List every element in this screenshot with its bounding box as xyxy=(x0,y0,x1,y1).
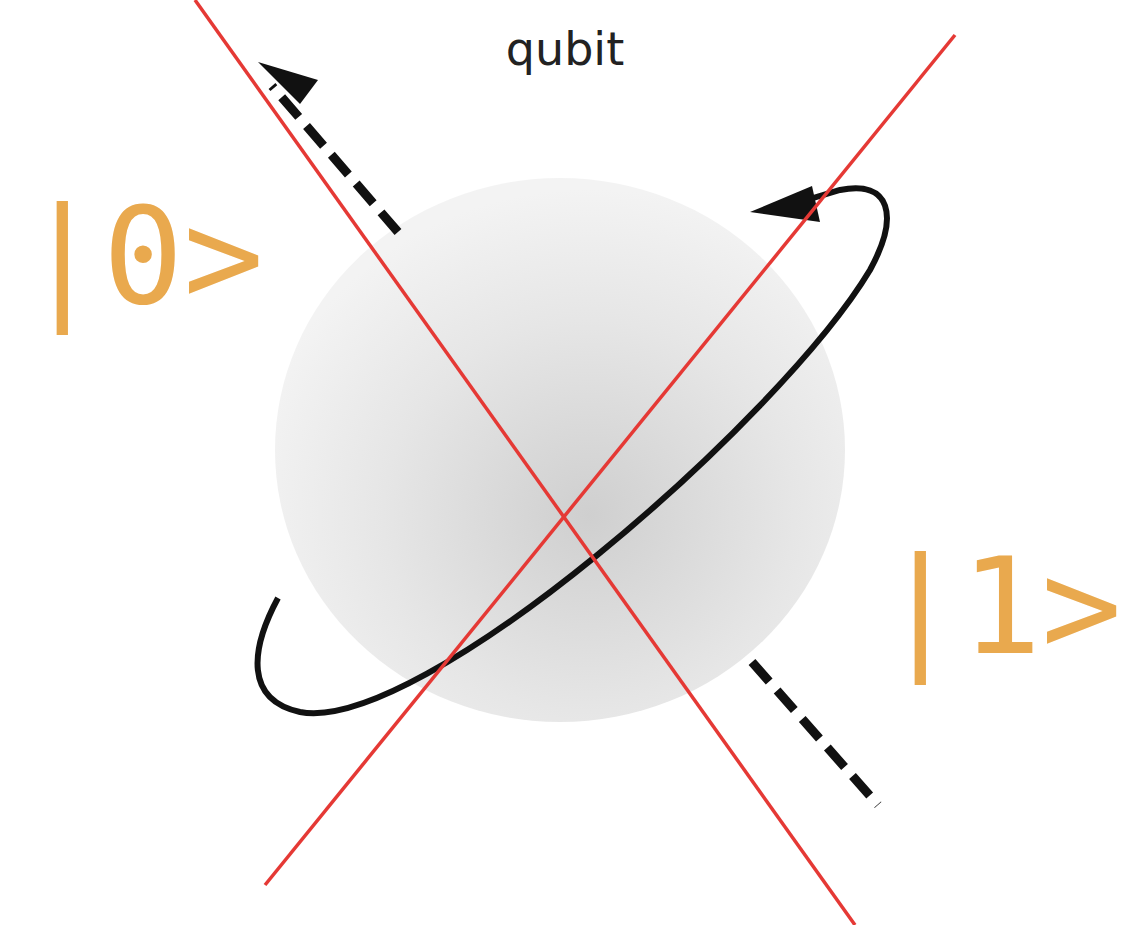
heading-label: qubit xyxy=(506,22,624,76)
state-label: |0> xyxy=(22,190,264,324)
label-slot: |1> xyxy=(880,540,1122,674)
state-label: |1> xyxy=(880,540,1122,674)
spin-axis xyxy=(752,662,878,805)
sphere xyxy=(275,178,845,722)
label-slot: |0> xyxy=(22,190,264,324)
cross-line xyxy=(195,0,855,925)
rotation-loop xyxy=(258,188,887,713)
cross-line xyxy=(265,35,955,885)
label-slot: qubit xyxy=(506,22,624,76)
spin-axis xyxy=(272,86,398,232)
axis-arrowhead xyxy=(258,62,318,104)
